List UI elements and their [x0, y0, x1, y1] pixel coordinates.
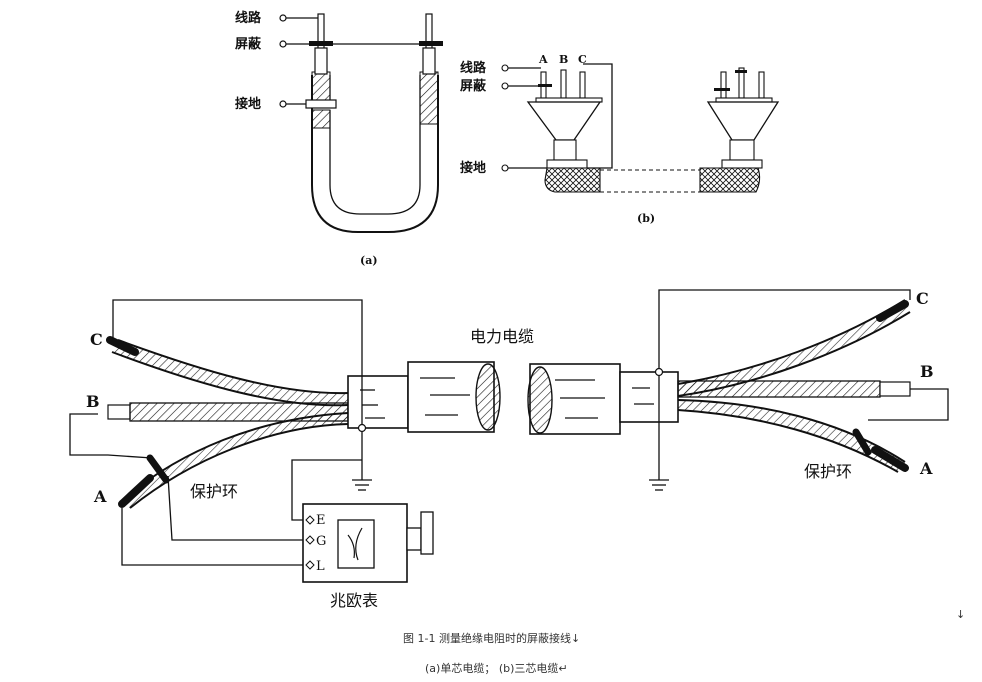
- right-c-label: C: [916, 289, 929, 308]
- left-b-label: B: [86, 392, 100, 411]
- single-core-diagram: 线路 屏蔽 接地 (a): [235, 10, 443, 267]
- main-wiring-diagram: 电力电缆 C B A C B A 保护环 保护环 E G L 兆欧表: [69, 289, 949, 610]
- right-sheath: [619, 371, 679, 423]
- megohmmeter-crank: [406, 527, 422, 551]
- left-hatch-bottom: [311, 109, 331, 129]
- right-a-label: A: [919, 459, 933, 478]
- core-a-label: A: [538, 53, 548, 66]
- caption-b: (b): [637, 212, 655, 225]
- guard-ring-left-label: 保护环: [190, 482, 238, 501]
- left-hatch-top: [311, 71, 331, 103]
- guard-ring-right-label: 保护环: [804, 462, 852, 481]
- terminal-e: E: [316, 513, 326, 528]
- right-hatch: [419, 71, 439, 125]
- shield-label-b: 屏蔽: [460, 78, 487, 94]
- cable-label: 电力电缆: [470, 327, 534, 346]
- ground-clamp: [305, 99, 337, 109]
- left-sheath: [347, 375, 409, 429]
- single-core-cable-inner: [329, 75, 421, 215]
- line-label: 线路: [235, 10, 262, 26]
- core-c-label: C: [578, 53, 587, 66]
- line-terminal: [279, 14, 287, 22]
- ground-label-b: 接地: [460, 160, 486, 176]
- shield-label: 屏蔽: [235, 36, 262, 52]
- line-label-b: 线路: [460, 60, 487, 76]
- left-c-label: C: [90, 330, 103, 349]
- guard-ring-left-mark: [146, 454, 170, 484]
- right-b-label: B: [920, 362, 934, 381]
- shield-terminal: [279, 40, 287, 48]
- left-a-label: A: [93, 487, 107, 506]
- megohmmeter: [302, 503, 408, 583]
- caption-a: (a): [360, 254, 378, 267]
- three-core-diagram: 线路 屏蔽 接地 A B C (b): [460, 53, 780, 225]
- paragraph-mark: ↓: [956, 608, 965, 621]
- terminal-g: G: [316, 534, 326, 549]
- figure-caption: 图 1-1 测量绝缘电阻时的屏蔽接线↓: [403, 631, 580, 645]
- guard-ring-right-mark: [852, 428, 872, 456]
- ground-terminal: [279, 100, 287, 108]
- ground-label: 接地: [235, 96, 261, 112]
- single-core-cable-outer: [311, 75, 439, 233]
- figure-subcaption: (a)单芯电缆； (b)三芯电缆↵: [425, 661, 568, 675]
- meter-label: 兆欧表: [330, 591, 378, 610]
- right-shield-ring: [419, 41, 443, 46]
- core-b-label: B: [559, 53, 568, 66]
- terminal-l: L: [316, 559, 325, 574]
